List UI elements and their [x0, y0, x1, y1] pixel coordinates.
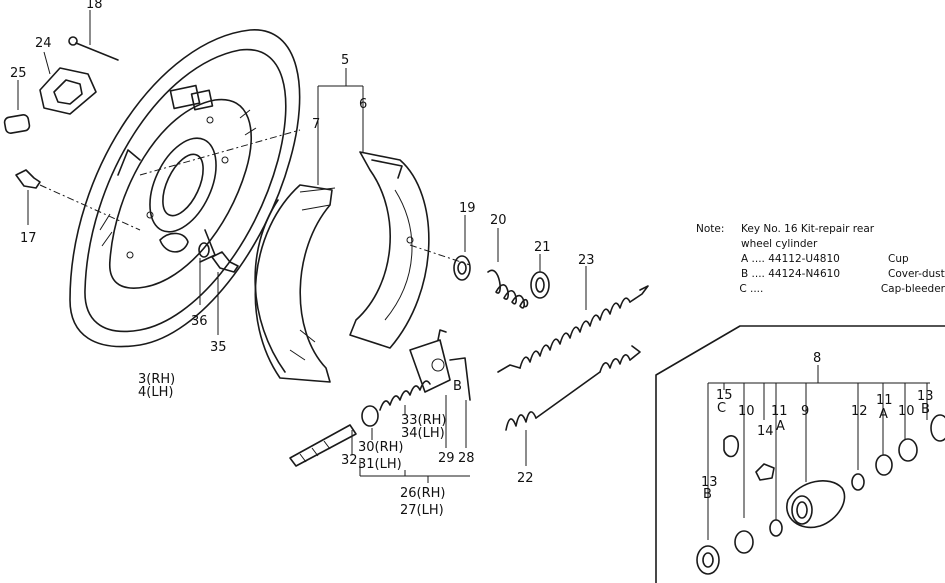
part-25-grommet: [3, 80, 31, 134]
label-b-28: B: [453, 379, 462, 394]
label-b1: B: [703, 487, 712, 502]
note-title: Note:: [696, 223, 725, 235]
label-14: 14: [757, 424, 774, 439]
brake-shoe-7: [254, 120, 336, 383]
label-a2: A: [879, 407, 888, 422]
label-13b: 13: [701, 475, 718, 490]
note-row-part: 44124-N4610: [768, 268, 841, 280]
spring-23: [497, 266, 649, 373]
part-36-washer: [198, 242, 210, 305]
note-row-key: B ....: [741, 268, 765, 280]
label-36: 36: [191, 314, 208, 329]
label-17: 17: [20, 231, 37, 246]
part-21-retainer: [530, 254, 550, 299]
label-26rh: 26(RH): [400, 486, 446, 501]
label-23: 23: [578, 253, 595, 268]
label-8: 8: [813, 351, 821, 366]
note-line2: wheel cylinder: [741, 238, 818, 250]
part-17-bleeder: [15, 169, 141, 231]
note-row-desc: Cup: [888, 253, 909, 265]
label-10b: 10: [898, 404, 915, 419]
label-12: 12: [851, 404, 868, 419]
kit-note: Note: Key No. 16 Kit-repair rear wheel c…: [696, 222, 945, 297]
label-4lh: 4(LH): [138, 385, 173, 400]
label-20: 20: [490, 213, 507, 228]
note-row-key: C ....: [739, 283, 764, 295]
label-28: 28: [458, 451, 475, 466]
label-10a: 10: [738, 404, 755, 419]
label-7: 7: [312, 117, 320, 132]
brake-shoe-6: [349, 110, 430, 349]
label-24: 24: [35, 36, 52, 51]
label-6: 6: [359, 97, 367, 112]
label-5: 5: [341, 53, 349, 68]
note-row-desc: Cover-dust: [888, 268, 945, 280]
note-row-desc: Cap-bleeder: [880, 283, 945, 295]
part-18-bolt: [68, 10, 119, 61]
label-b2: B: [921, 402, 930, 417]
label-3rh: 3(RH): [138, 372, 175, 387]
bracket-5: [317, 68, 364, 120]
label-22: 22: [517, 471, 534, 486]
part-20-spring: [487, 228, 529, 309]
bleeder-cap: [723, 435, 740, 458]
label-18: 18: [86, 0, 103, 12]
label-31lh: 31(LH): [358, 457, 402, 472]
label-21: 21: [534, 240, 551, 255]
label-25: 25: [10, 66, 27, 81]
label-29: 29: [438, 451, 455, 466]
part-19-cup: [453, 215, 471, 281]
label-30rh: 30(RH): [358, 440, 404, 455]
note-row-key: A ....: [741, 253, 765, 265]
label-15: 15: [716, 388, 733, 403]
note-line1: Key No. 16 Kit-repair rear: [741, 223, 875, 235]
label-33rh: 33(RH): [401, 413, 447, 428]
label-34lh: 34(LH): [401, 426, 445, 441]
label-11b: 11: [876, 393, 893, 408]
adjuster-assembly: [289, 329, 471, 483]
label-35: 35: [210, 340, 227, 355]
label-9: 9: [801, 404, 809, 419]
wheel-cylinder-inset: [655, 325, 945, 583]
label-a1: A: [776, 419, 785, 434]
label-19: 19: [459, 201, 476, 216]
label-32: 32: [341, 453, 358, 468]
label-c: C: [717, 401, 726, 416]
label-13a: 13: [917, 389, 934, 404]
label-11a: 11: [771, 404, 788, 419]
part-24-plug: [39, 51, 97, 115]
spring-22: [505, 345, 641, 466]
backing-plate: [69, 29, 301, 348]
label-27lh: 27(LH): [400, 503, 444, 518]
part-35-bolt: [211, 251, 239, 335]
note-row-part: 44112-U4810: [768, 253, 840, 265]
